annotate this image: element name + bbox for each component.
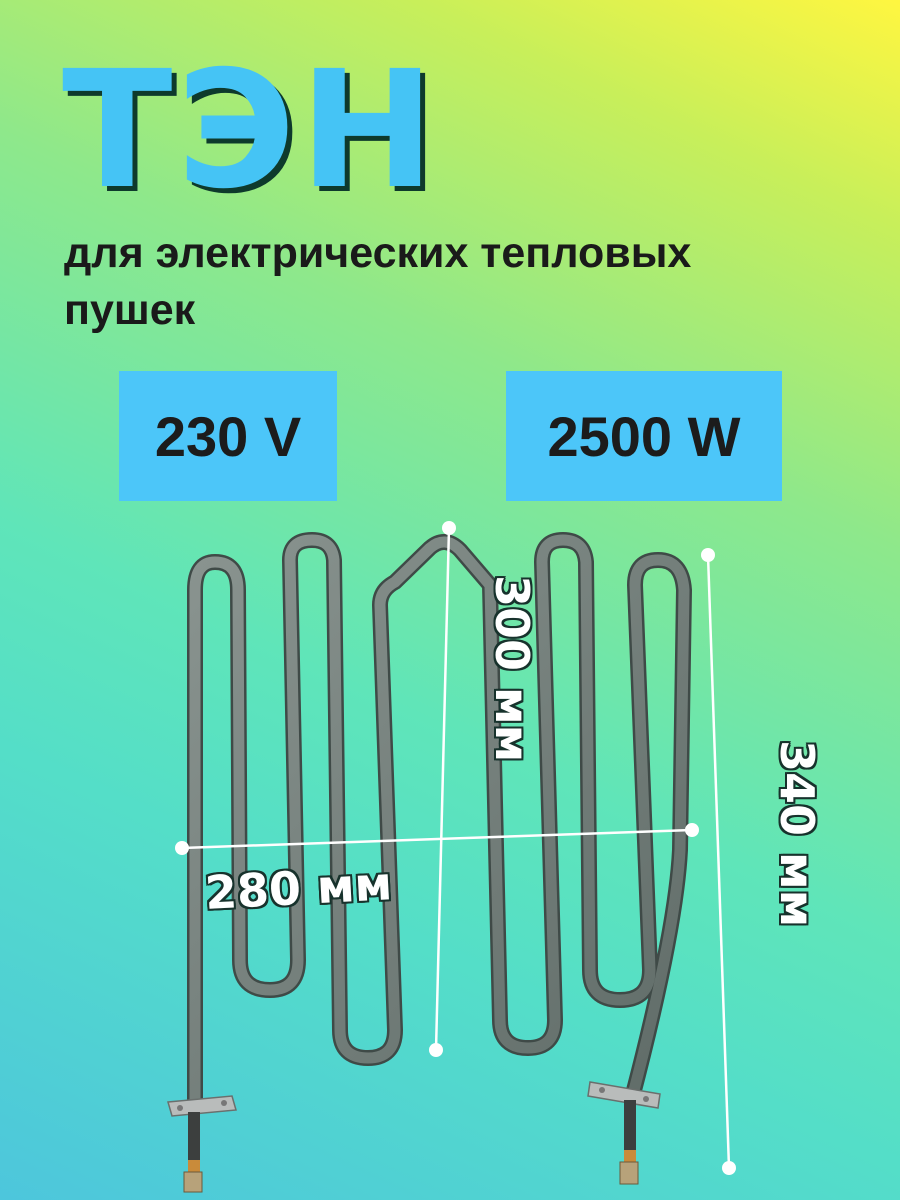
height-inner-label: 300 мм bbox=[485, 575, 539, 763]
height-total-label: 340 мм bbox=[770, 740, 824, 928]
heating-coil bbox=[187, 532, 692, 1113]
width-label: 280 мм bbox=[203, 856, 394, 920]
right-terminal bbox=[587, 1081, 661, 1185]
subtitle: для электрических тепловых пушек bbox=[64, 229, 692, 334]
left-terminal bbox=[167, 1095, 237, 1193]
page-title: ТЭН bbox=[62, 37, 439, 225]
voltage-badge: 230 V bbox=[119, 371, 337, 501]
power-badge: 2500 W bbox=[506, 371, 782, 501]
dimension-lines bbox=[175, 521, 736, 1175]
